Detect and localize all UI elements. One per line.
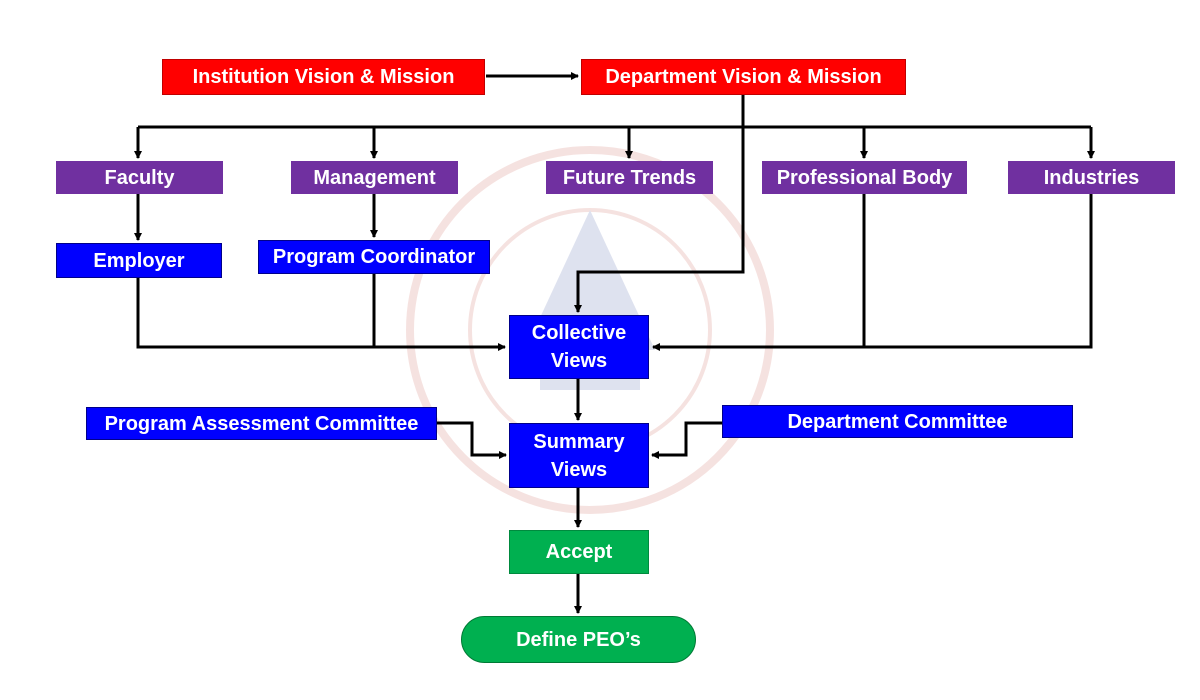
professional-body-label: Professional Body bbox=[776, 166, 953, 189]
faculty-box: Faculty bbox=[56, 161, 223, 194]
define-peos-terminal: Define PEO’s bbox=[461, 616, 696, 663]
program-coordinator-box: Program Coordinator bbox=[258, 240, 490, 274]
summary-views-label: Summary Views bbox=[533, 430, 625, 481]
institution-vision-label: Institution Vision & Mission bbox=[192, 66, 455, 88]
summary-views-box: Summary Views bbox=[509, 423, 649, 488]
program-assessment-committee-box: Program Assessment Committee bbox=[86, 407, 437, 440]
program-assessment-committee-label: Program Assessment Committee bbox=[104, 412, 419, 435]
institution-vision-box: Institution Vision & Mission bbox=[162, 59, 485, 95]
employer-box: Employer bbox=[56, 243, 222, 278]
department-vision-label: Department Vision & Mission bbox=[605, 66, 882, 88]
program-coordinator-label: Program Coordinator bbox=[272, 246, 476, 268]
future-trends-box: Future Trends bbox=[546, 161, 713, 194]
accept-label: Accept bbox=[545, 541, 613, 563]
department-committee-box: Department Committee bbox=[722, 405, 1073, 438]
professional-body-box: Professional Body bbox=[762, 161, 967, 194]
future-trends-label: Future Trends bbox=[562, 166, 697, 189]
define-peos-label: Define PEO’s bbox=[516, 628, 641, 651]
department-vision-box: Department Vision & Mission bbox=[581, 59, 906, 95]
collective-views-label: Collective Views bbox=[531, 322, 627, 372]
collective-views-box: Collective Views bbox=[509, 315, 649, 379]
employer-label: Employer bbox=[93, 249, 185, 272]
faculty-label: Faculty bbox=[104, 166, 175, 189]
management-label: Management bbox=[313, 166, 436, 189]
management-box: Management bbox=[291, 161, 458, 194]
accept-box: Accept bbox=[509, 530, 649, 574]
industries-label: Industries bbox=[1043, 166, 1140, 189]
department-committee-label: Department Committee bbox=[787, 410, 1008, 433]
industries-box: Industries bbox=[1008, 161, 1175, 194]
